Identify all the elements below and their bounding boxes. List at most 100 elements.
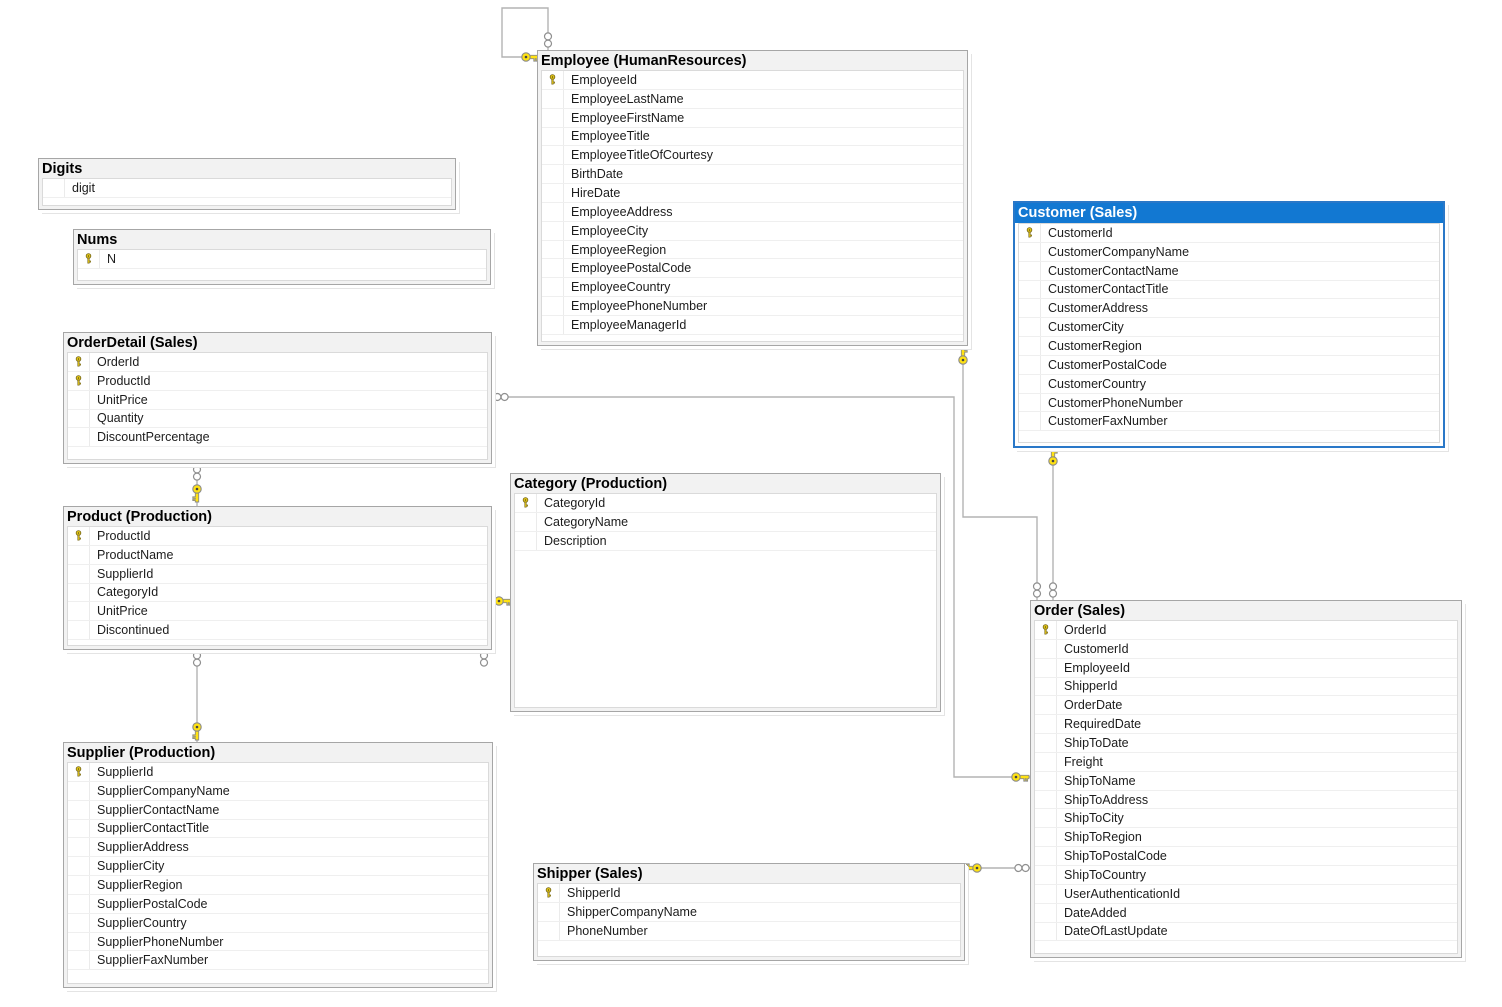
field-row[interactable]: OrderDate — [1035, 696, 1457, 716]
field-row[interactable]: EmployeeCountry — [542, 278, 963, 298]
table-title-bar[interactable]: Product (Production) — [64, 507, 491, 526]
field-row[interactable]: SupplierFaxNumber — [68, 951, 488, 971]
connector-line[interactable] — [962, 346, 1038, 601]
field-row[interactable]: SupplierCompanyName — [68, 781, 488, 801]
field-row[interactable]: EmployeeTitle — [542, 127, 963, 147]
field-row[interactable]: Discontinued — [68, 621, 487, 641]
field-row[interactable]: SupplierCountry — [68, 913, 488, 933]
field-row[interactable]: CategoryName — [515, 512, 936, 532]
table-title-bar[interactable]: Nums — [74, 230, 490, 249]
field-row[interactable]: Description — [515, 531, 936, 551]
field-row[interactable]: EmployeeRegion — [542, 240, 963, 260]
field-row[interactable]: ProductName — [68, 545, 487, 565]
relationship-connector[interactable] — [192, 464, 202, 506]
field-row[interactable]: BirthDate — [542, 165, 963, 185]
field-row[interactable]: CustomerContactTitle — [1019, 280, 1439, 300]
relationship-connector[interactable] — [192, 650, 202, 742]
field-row[interactable]: ShipperId — [1035, 677, 1457, 697]
field-row[interactable]: SupplierPhoneNumber — [68, 932, 488, 952]
field-row[interactable]: ShipToCity — [1035, 809, 1457, 829]
table-title-bar[interactable]: Category (Production) — [511, 474, 940, 493]
field-row[interactable]: ProductId — [68, 527, 487, 546]
table-title-bar[interactable]: Employee (HumanResources) — [538, 51, 967, 70]
field-row[interactable]: digit — [43, 179, 451, 198]
field-row[interactable]: EmployeeId — [1035, 658, 1457, 678]
field-row[interactable]: Quantity — [68, 409, 487, 429]
relationship-connector[interactable] — [492, 392, 1030, 782]
field-row[interactable]: ProductId — [68, 371, 487, 391]
field-row[interactable]: CustomerCity — [1019, 318, 1439, 338]
field-row[interactable]: SupplierRegion — [68, 876, 488, 895]
field-row[interactable]: EmployeeManagerId — [542, 315, 963, 335]
field-row[interactable]: SupplierContactName — [68, 800, 488, 820]
field-row[interactable]: CustomerPhoneNumber — [1019, 393, 1439, 413]
field-row[interactable]: ShipToName — [1035, 771, 1457, 791]
field-row[interactable]: EmployeeTitleOfCourtesy — [542, 146, 963, 166]
field-row[interactable]: SupplierCity — [68, 857, 488, 877]
relationship-connector[interactable] — [963, 863, 1030, 873]
field-row[interactable]: CategoryId — [515, 494, 936, 513]
field-row[interactable]: EmployeeId — [542, 71, 963, 90]
field-row[interactable]: ShipToCountry — [1035, 865, 1457, 885]
field-row[interactable]: CustomerFaxNumber — [1019, 412, 1439, 432]
relationship-connector[interactable] — [492, 596, 513, 606]
field-row[interactable]: EmployeePostalCode — [542, 259, 963, 279]
field-row[interactable]: ShipToRegion — [1035, 828, 1457, 848]
field-row[interactable]: EmployeeLastName — [542, 89, 963, 109]
connector-line[interactable] — [492, 396, 1030, 778]
field-row[interactable]: SupplierContactTitle — [68, 819, 488, 839]
field-row[interactable]: OrderId — [1035, 621, 1457, 640]
connector-line[interactable] — [501, 7, 549, 58]
field-row[interactable]: SupplierPostalCode — [68, 894, 488, 914]
field-row[interactable]: DiscountPercentage — [68, 428, 487, 448]
field-row[interactable]: CustomerPostalCode — [1019, 355, 1439, 375]
field-row[interactable]: UnitPrice — [68, 390, 487, 410]
field-row[interactable]: OrderId — [68, 353, 487, 372]
field-row[interactable]: SupplierAddress — [68, 838, 488, 858]
field-row[interactable]: UserAuthenticationId — [1035, 884, 1457, 904]
field-row[interactable]: SupplierId — [68, 763, 488, 782]
relationship-connector[interactable] — [479, 650, 489, 667]
field-row[interactable]: CategoryId — [68, 583, 487, 603]
table-title-bar[interactable]: Shipper (Sales) — [534, 864, 964, 883]
field-row[interactable]: HireDate — [542, 184, 963, 203]
field-row[interactable]: CustomerRegion — [1019, 337, 1439, 356]
relationship-connector[interactable] — [501, 7, 553, 62]
field-row[interactable]: ShipperCompanyName — [538, 902, 960, 922]
field-row[interactable]: EmployeeCity — [542, 221, 963, 241]
field-row[interactable]: ShipToPostalCode — [1035, 847, 1457, 866]
field-row[interactable]: DateAdded — [1035, 903, 1457, 923]
field-row[interactable]: DateOfLastUpdate — [1035, 922, 1457, 942]
table-title-bar[interactable]: Supplier (Production) — [64, 743, 492, 762]
field-row[interactable]: CustomerAddress — [1019, 299, 1439, 319]
relationship-connector[interactable] — [1048, 447, 1058, 601]
field-row[interactable]: CustomerCountry — [1019, 374, 1439, 394]
field-row[interactable]: ShipToDate — [1035, 734, 1457, 753]
field-row[interactable]: UnitPrice — [68, 602, 487, 622]
table-title-bar[interactable]: Digits — [39, 159, 455, 178]
table-title-bar[interactable]: OrderDetail (Sales) — [64, 333, 491, 352]
relationship-connector[interactable] — [958, 346, 1042, 601]
field-row[interactable]: ShipperId — [538, 884, 960, 903]
table-title-bar[interactable]: Customer (Sales) — [1015, 203, 1443, 223]
field-row[interactable]: Freight — [1035, 752, 1457, 772]
field-row[interactable]: SupplierId — [68, 564, 487, 584]
field-row[interactable]: PhoneNumber — [538, 921, 960, 941]
field-row[interactable]: EmployeePhoneNumber — [542, 297, 963, 316]
field-row[interactable]: CustomerId — [1019, 224, 1439, 243]
field-row[interactable]: ShipToAddress — [1035, 790, 1457, 810]
field-row[interactable]: CustomerContactName — [1019, 261, 1439, 281]
table-title-bar[interactable]: Order (Sales) — [1031, 601, 1461, 620]
field-row[interactable]: EmployeeFirstName — [542, 108, 963, 128]
